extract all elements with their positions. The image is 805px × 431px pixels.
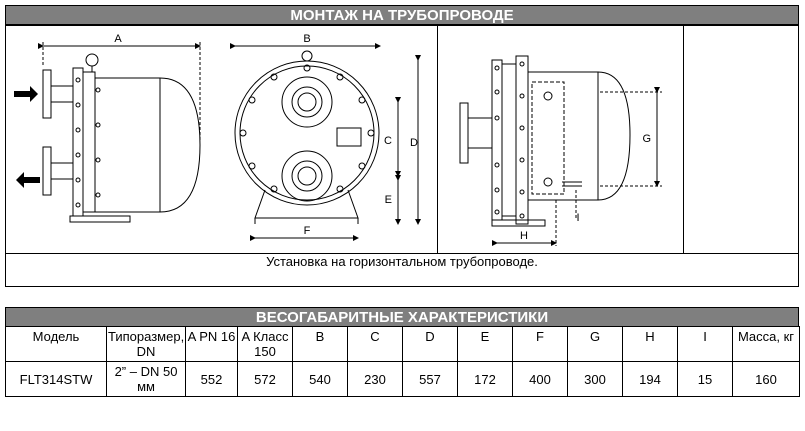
drawing-divider-1 [437,25,438,253]
dim-label-d: D [410,137,418,149]
dim-label-b: B [303,33,310,45]
header-cell: Масса, кг [732,326,800,362]
install-drawing: A B C D E F [14,33,662,246]
install-drawing-frame [5,25,799,287]
header-cell: B [292,326,348,362]
front-view-drawing [230,43,421,241]
header-cell: D [402,326,458,362]
dim-label-c: C [384,135,392,147]
specs-table: Модель Типоразмер, DN A PN 16 A Класс 15… [5,326,800,397]
table-cell: 15 [677,361,733,397]
table-cell: 400 [512,361,568,397]
specs-section-title: ВЕСОГАБАРИТНЫЕ ХАРАКТЕРИСТИКИ [5,307,799,327]
table-cell: 172 [457,361,513,397]
table-cell: 194 [622,361,678,397]
table-cell: 300 [567,361,623,397]
drawing-divider-2 [683,25,684,253]
header-cell: A Класс 150 [237,326,293,362]
header-cell: H [622,326,678,362]
table-cell: 552 [185,361,238,397]
header-cell: F [512,326,568,362]
dim-label-a: A [114,33,122,45]
header-cell: G [567,326,623,362]
header-cell: C [347,326,403,362]
header-cell: A PN 16 [185,326,238,362]
caption-divider [5,253,799,254]
header-cell: I [677,326,733,362]
dim-label-e: E [385,194,392,206]
dim-label-g: G [642,133,651,145]
flow-arrow-in [14,86,38,102]
vertical-view-drawing [459,55,662,246]
table-header-row: Модель Типоразмер, DN A PN 16 A Класс 15… [5,326,800,362]
side-view-drawing [38,42,201,223]
table-cell: 230 [347,361,403,397]
table-cell: 540 [292,361,348,397]
header-cell: E [457,326,513,362]
table-cell: 557 [402,361,458,397]
install-caption: Установка на горизонтальном трубопроводе… [266,254,538,269]
dim-label-f: F [304,225,311,237]
header-cell: Модель [5,326,107,362]
table-cell: FLT314STW [5,361,107,397]
dim-label-i: I [576,212,579,224]
dim-label-h: H [520,230,528,242]
table-row: FLT314STW 2” – DN 50 мм 552 572 540 230 … [5,361,800,397]
flow-arrow-out [16,172,40,188]
table-cell: 572 [237,361,293,397]
install-section-title: МОНТАЖ НА ТРУБОПРОВОДЕ [5,5,799,25]
table-cell: 160 [732,361,800,397]
table-cell: 2” – DN 50 мм [106,361,186,397]
header-cell: Типоразмер, DN [106,326,186,362]
